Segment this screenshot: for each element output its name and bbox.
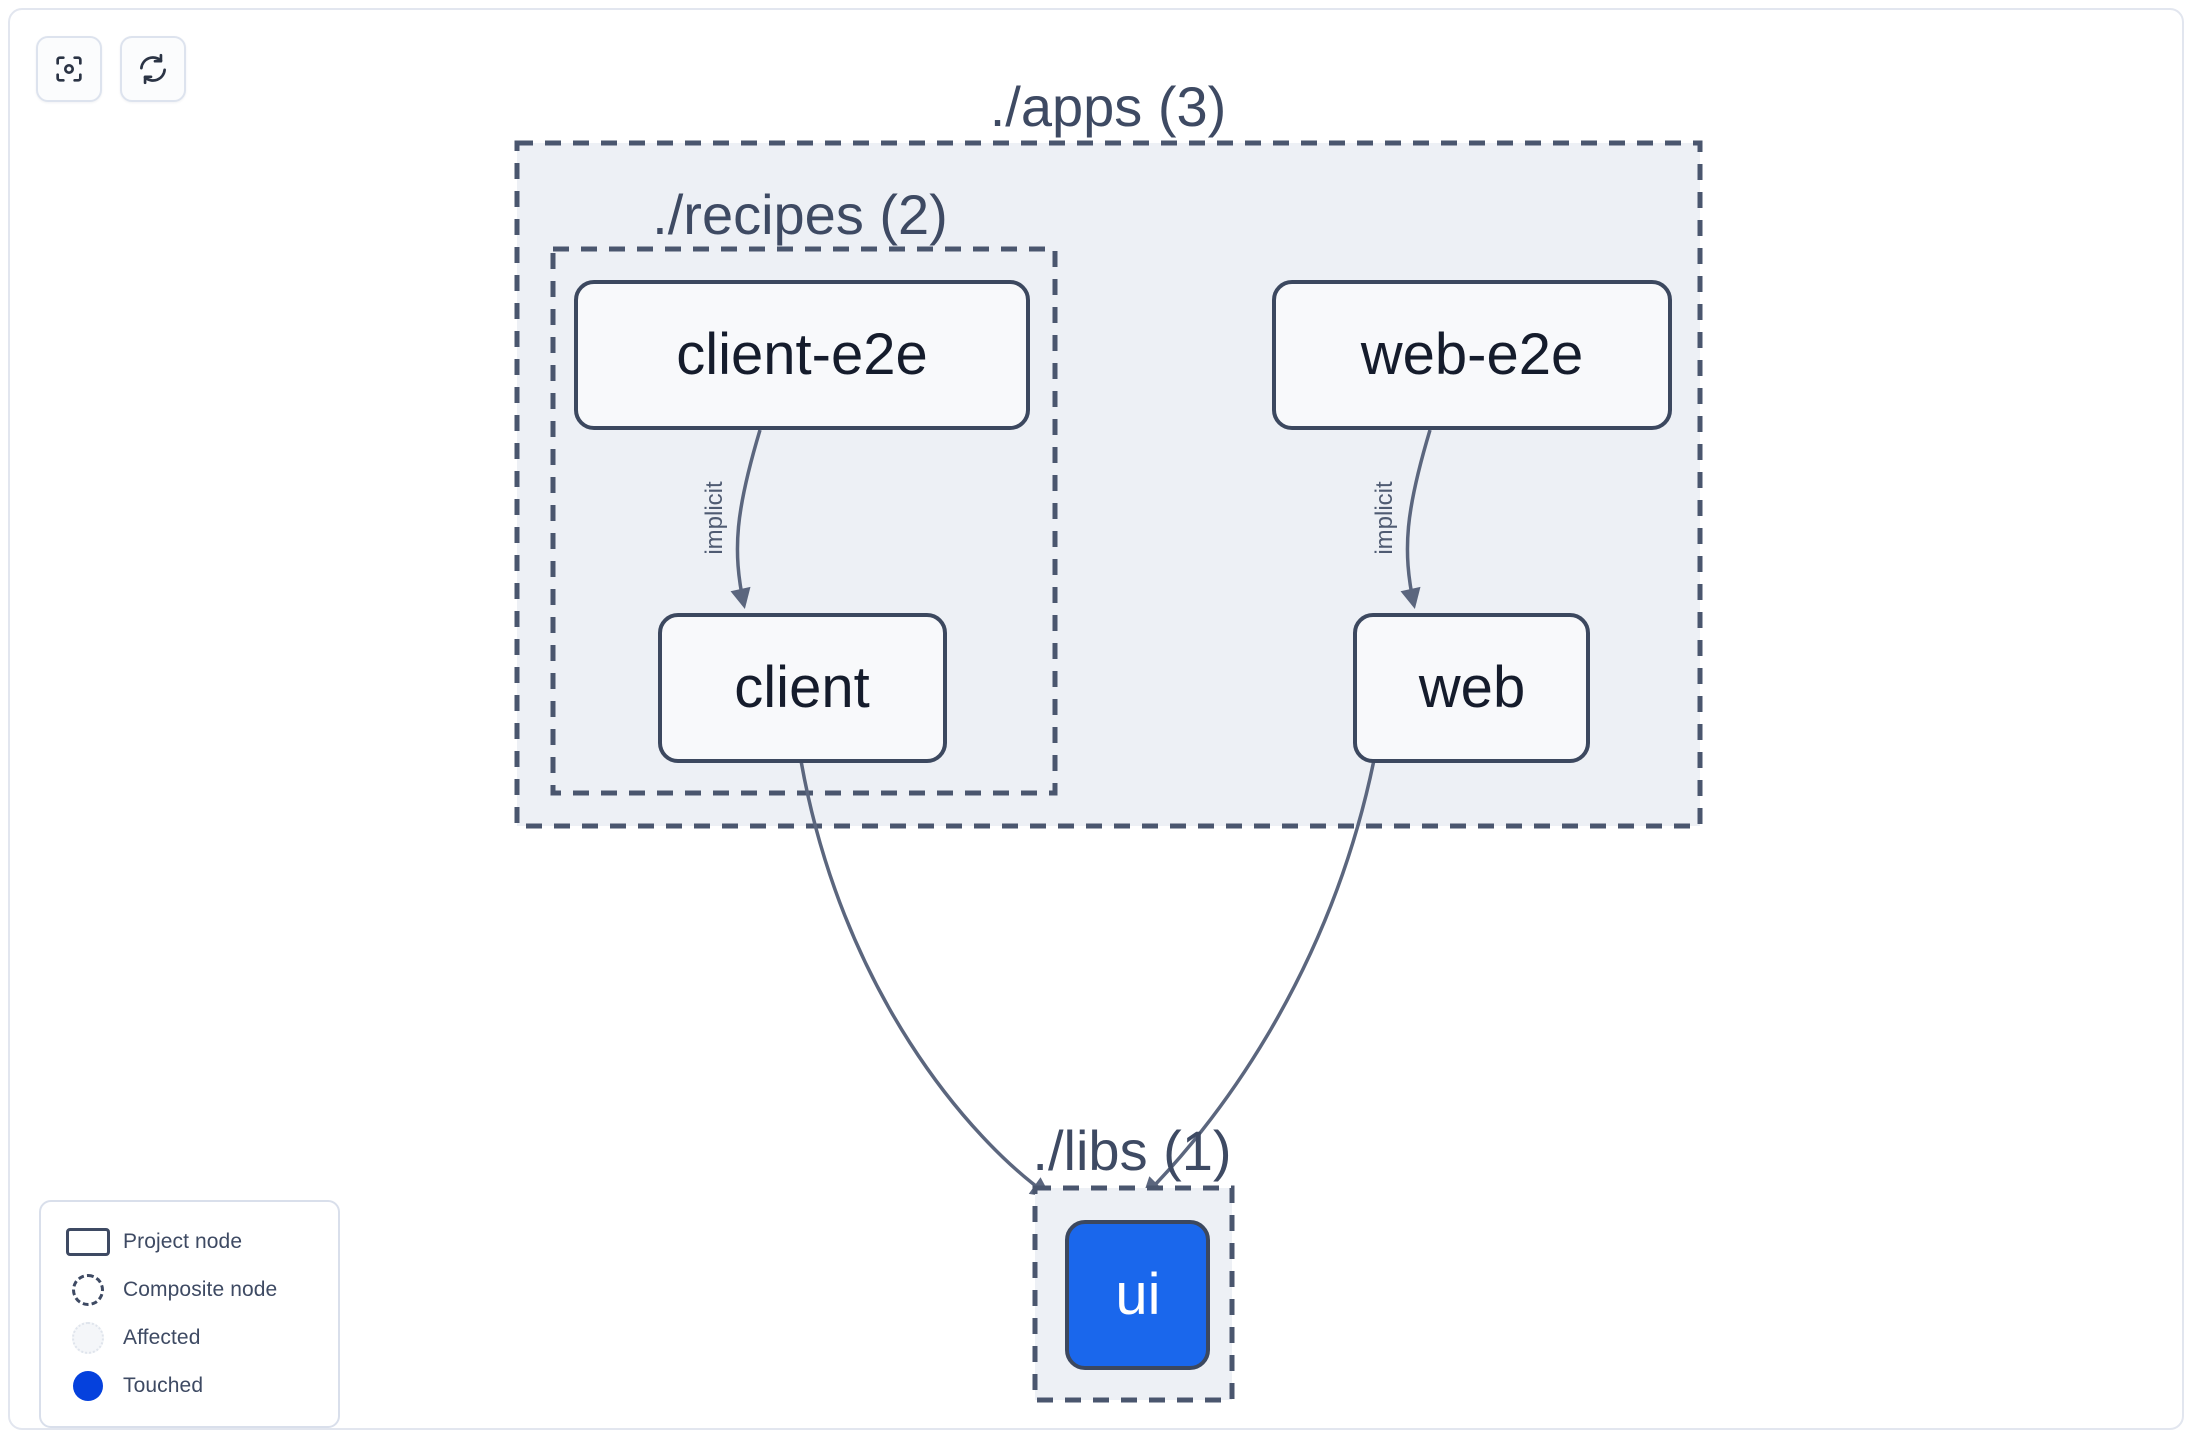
legend-item-project-node: Project node (61, 1218, 320, 1266)
edge-web-e2e-to-web[interactable]: implicit (1371, 429, 1432, 609)
composite-node-swatch-icon (61, 1274, 115, 1306)
project-graph-canvas[interactable]: ./apps (3) ./recipes (2) implicit implic… (10, 10, 2182, 1428)
legend-label-affected: Affected (123, 1326, 201, 1349)
node-ui-label: ui (1115, 1262, 1160, 1327)
touched-swatch-icon (61, 1371, 115, 1401)
node-web-e2e[interactable]: web-e2e (1272, 280, 1672, 430)
node-web-label: web (1418, 655, 1525, 720)
project-node-swatch-icon (61, 1228, 115, 1256)
group-recipes-label: ./recipes (2) (652, 183, 948, 246)
group-apps-label: ./apps (3) (990, 75, 1227, 138)
legend-label-composite-node: Composite node (123, 1278, 278, 1301)
refresh-graph-button[interactable] (120, 36, 186, 102)
graph-toolbar (36, 36, 186, 102)
node-ui[interactable]: ui (1065, 1220, 1210, 1370)
graph-app-frame: ./apps (3) ./recipes (2) implicit implic… (8, 8, 2184, 1430)
focus-icon (52, 52, 86, 86)
node-client-e2e-label: client-e2e (676, 322, 927, 387)
node-client-e2e[interactable]: client-e2e (574, 280, 1030, 430)
edge-client-to-ui[interactable] (798, 754, 1052, 1198)
node-web[interactable]: web (1353, 613, 1590, 763)
edge-label-implicit-client: implicit (701, 481, 728, 555)
node-client-label: client (734, 655, 869, 720)
node-client[interactable]: client (658, 613, 947, 763)
group-libs-label: ./libs (1) (1032, 1119, 1231, 1182)
edge-client-e2e-to-client[interactable]: implicit (701, 429, 762, 609)
focus-graph-button[interactable] (36, 36, 102, 102)
edge-label-implicit-web: implicit (1371, 481, 1398, 555)
legend-label-touched: Touched (123, 1374, 204, 1397)
node-web-e2e-label: web-e2e (1360, 322, 1583, 387)
edge-web-to-ui[interactable] (1142, 754, 1377, 1198)
legend-item-touched: Touched (61, 1362, 320, 1410)
legend-item-affected: Affected (61, 1314, 320, 1362)
refresh-icon (136, 52, 170, 86)
graph-legend: Project node Composite node Affected Tou… (39, 1200, 340, 1428)
legend-item-composite-node: Composite node (61, 1266, 320, 1314)
legend-label-project-node: Project node (123, 1230, 243, 1253)
affected-swatch-icon (61, 1322, 115, 1354)
